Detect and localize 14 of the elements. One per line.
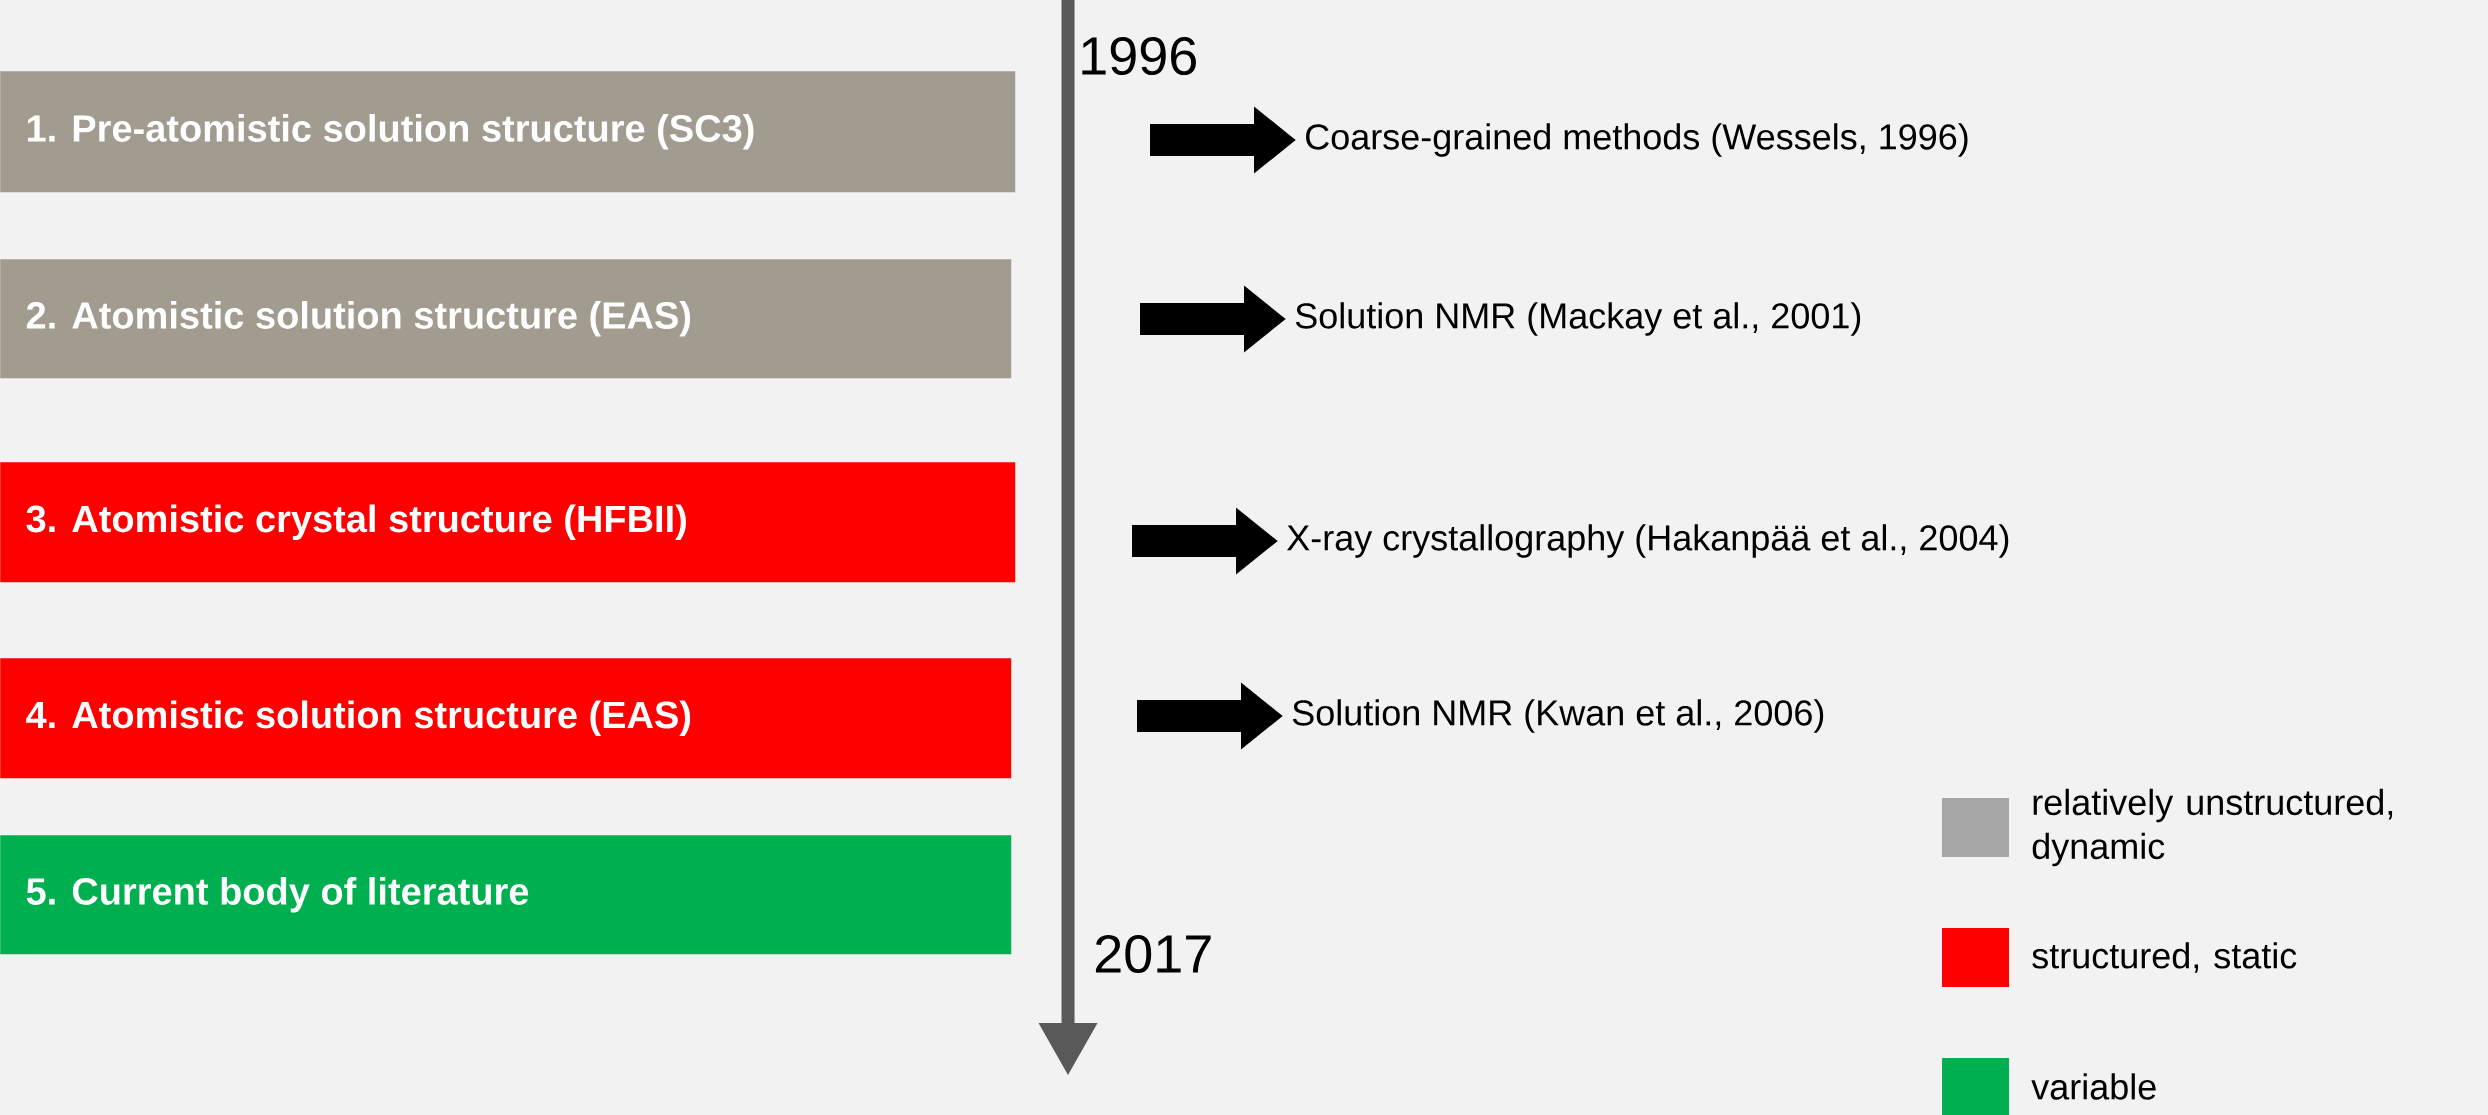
legend-text: variable	[2031, 1073, 2156, 1100]
year-label: 2017	[1095, 934, 1211, 974]
method-text: Coarse-grained methods (Wessels, 1996)	[1306, 123, 1968, 157]
method-text: Solution NMR (Kwan et al., 2006)	[1292, 699, 1824, 733]
category-box: 1. Pre-atomistic solution structure (SC3)	[0, 71, 1016, 193]
method-text: Solution NMR (Mackay et al., 2001)	[1295, 302, 1861, 336]
legend-text: relatively unstructured, dynamic	[2032, 788, 2393, 867]
legend-text: structured, static	[2032, 942, 2297, 973]
method-text: X-ray crystallography (Hakanpää et al., 2004)	[1287, 524, 2009, 558]
category-box: 2. Atomistic solution structure (EAS)	[0, 259, 1012, 379]
year-label: 1996	[1082, 36, 1196, 76]
category-box: 5. Current body of literature	[0, 835, 1012, 955]
category-box: 4. Atomistic solution structure (EAS)	[0, 658, 1012, 779]
category-box: 3. Atomistic crystal structure (HFBII)	[0, 462, 1016, 583]
